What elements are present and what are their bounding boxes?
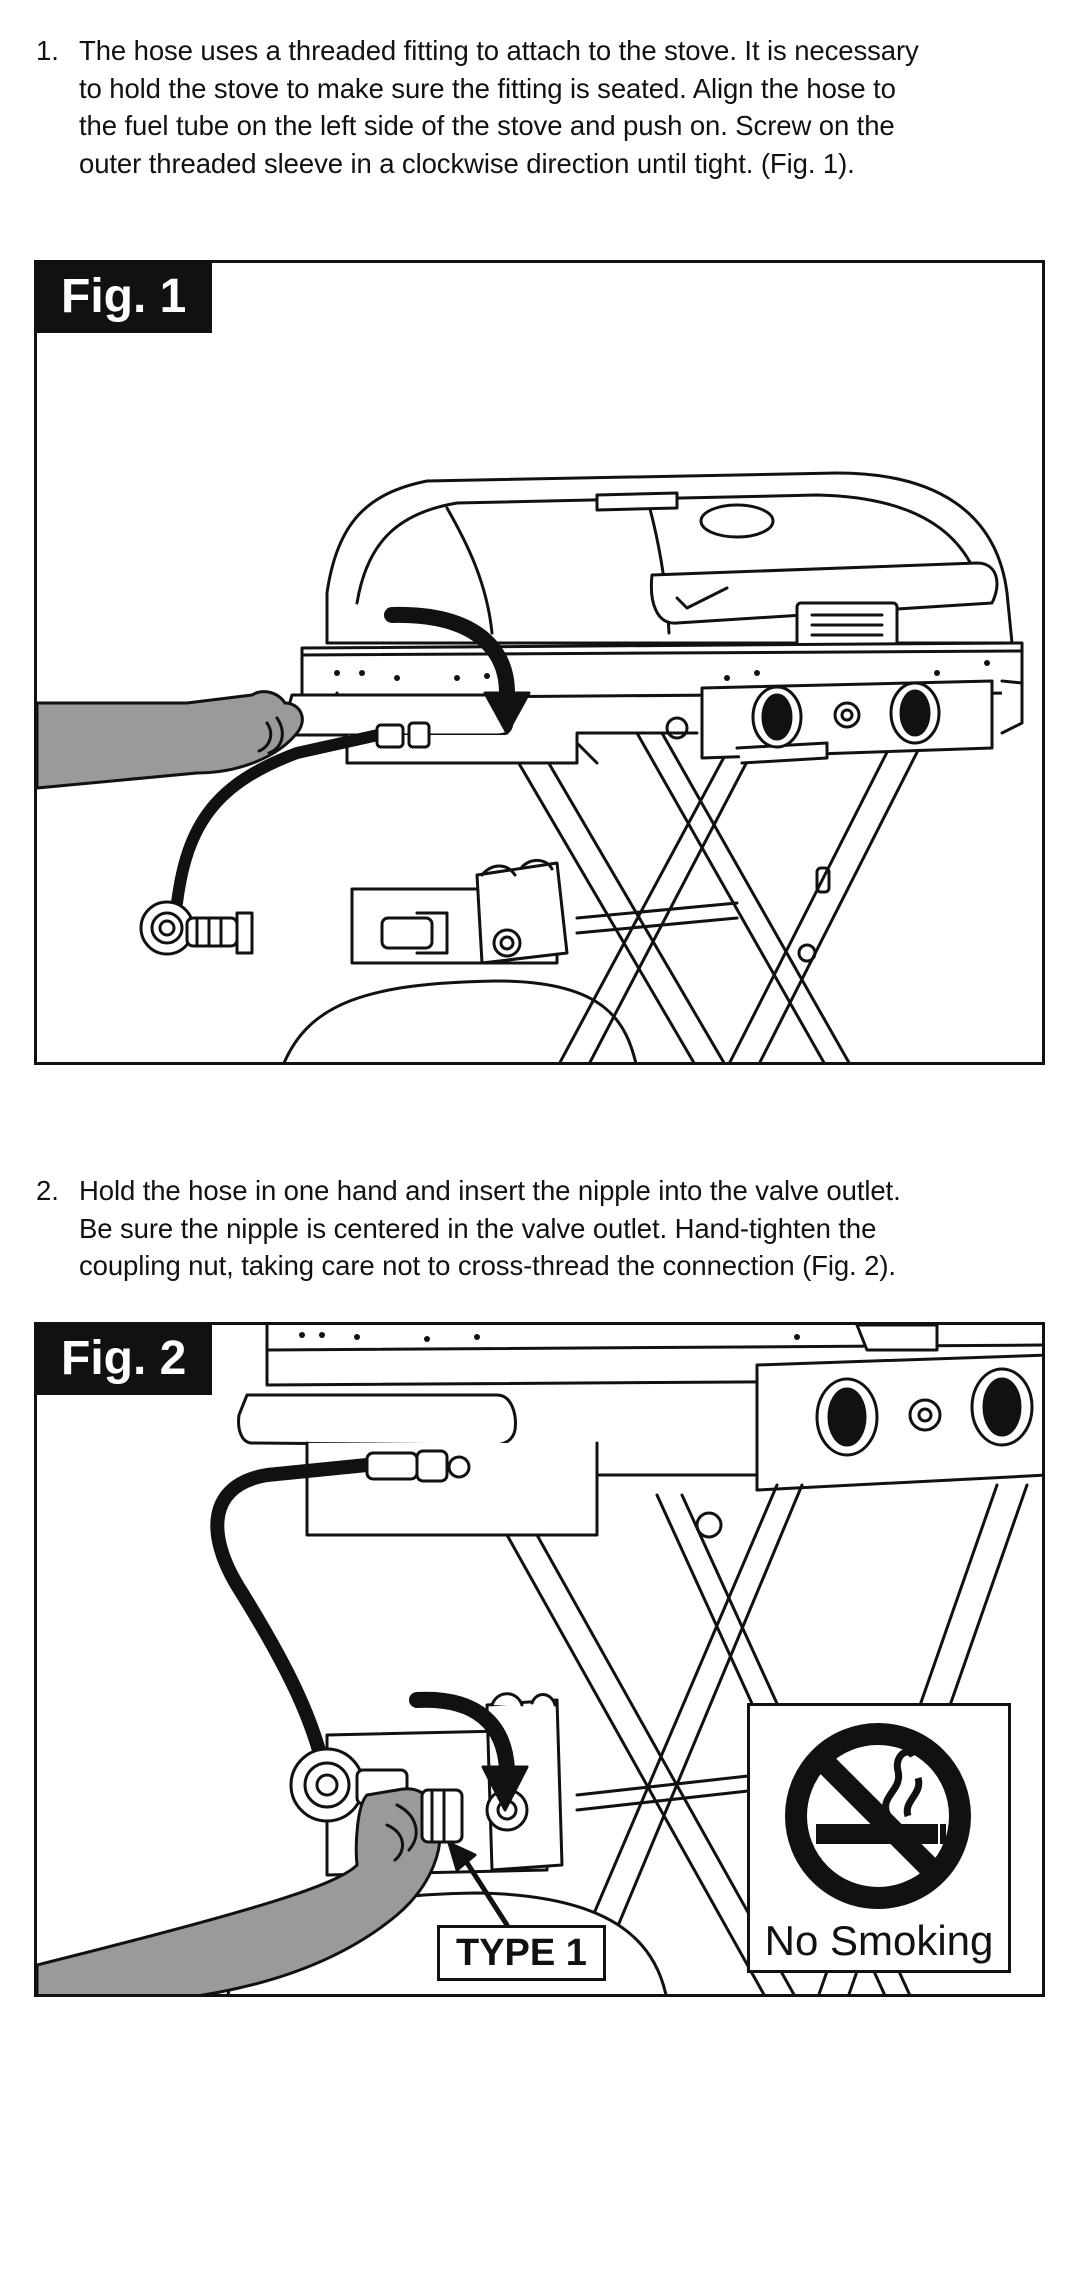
clockwise-arrow-icon — [409, 1691, 529, 1812]
step-number: 1. — [36, 35, 59, 66]
figure-1: Fig. 1 — [34, 260, 1045, 1065]
no-smoking-text: No Smoking — [764, 1917, 994, 1964]
figure-2: Fig. 2 — [34, 1322, 1045, 1997]
hose-fitting — [365, 1449, 471, 1483]
step-text-line: The hose uses a threaded fitting to atta… — [79, 35, 919, 66]
step-text-line: coupling nut, taking care not to cross-t… — [79, 1250, 896, 1281]
regulator — [139, 900, 254, 956]
step-text-line: Be sure the nipple is centered in the va… — [79, 1212, 877, 1244]
hand — [37, 1787, 464, 1994]
step-number: 2. — [36, 1175, 59, 1206]
grill-hose-attach-illustration — [37, 471, 1024, 1062]
hand — [37, 690, 431, 790]
propane-tank — [282, 859, 638, 1062]
step-text: The hose uses a threaded fitting to atta… — [79, 32, 1046, 182]
fuel-hose — [171, 727, 393, 909]
figure-label: Fig. 2 — [37, 1325, 213, 1395]
callout-pointer-arrow — [447, 1841, 510, 1928]
step-text-line: the fuel tube on the left side of the st… — [79, 110, 895, 141]
grill-rivets — [334, 660, 990, 681]
step-text-line: to hold the stove to make sure the fitti… — [79, 72, 896, 104]
grill-rivets — [299, 1332, 800, 1342]
burner-knobs — [751, 681, 941, 749]
no-smoking-icon — [785, 1723, 971, 1909]
type-1-callout: TYPE 1 — [437, 1925, 606, 1981]
instruction-step-1: 1. The hose uses a threaded fitting to a… — [36, 32, 1046, 182]
burner-knobs — [815, 1367, 1034, 1457]
figure-label: Fig. 1 — [37, 263, 213, 333]
clockwise-arrow-icon — [384, 606, 531, 735]
step-text-line: outer threaded sleeve in a clockwise dir… — [79, 147, 855, 179]
step-text-line: Hold the hose in one hand and insert the… — [79, 1175, 901, 1206]
step-text: Hold the hose in one hand and insert the… — [79, 1172, 1046, 1285]
tank-valve-connect-illustration — [37, 1325, 1042, 1994]
instruction-step-2: 2. Hold the hose in one hand and insert … — [36, 1172, 1046, 1285]
fuel-hose — [210, 1458, 374, 1792]
grill-legs — [505, 691, 944, 1062]
no-smoking-sign: No Smoking — [747, 1703, 1011, 1973]
